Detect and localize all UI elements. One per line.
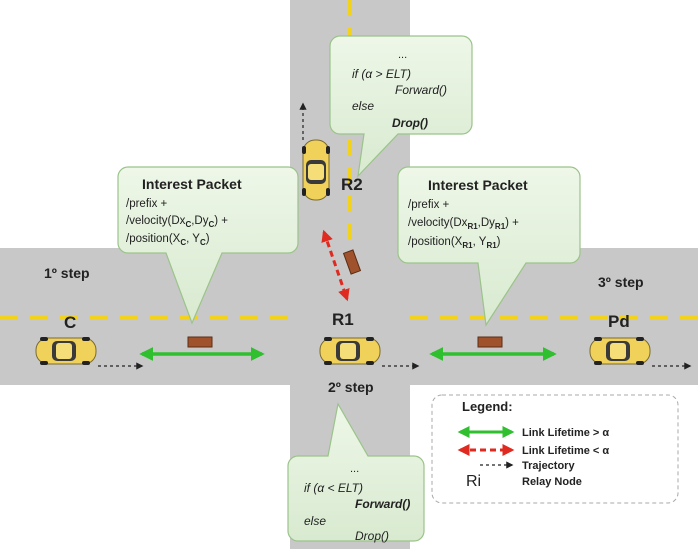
callout-right-line2: /velocity(DxR1,DyR1) + <box>408 217 519 231</box>
legend-relay-label: Relay Node <box>522 476 582 488</box>
callout-left-line2: /velocity(DxC,DyC) + <box>126 215 228 229</box>
callout-right-title: Interest Packet <box>428 177 528 193</box>
red-link-r1-r2 <box>321 229 350 302</box>
callout-top-condition: if (α > ELT) <box>352 67 411 81</box>
callout-bottom: ... if (α < ELT) Forward() else Drop() <box>287 402 425 543</box>
legend-title: Legend: <box>462 399 513 414</box>
legend-red-label: Link Lifetime < α <box>522 445 609 457</box>
car-r1 <box>319 336 381 366</box>
node-c-label: C <box>64 313 76 332</box>
callout-right-line3: /position(XR1, YR1) <box>408 236 501 250</box>
car-r2 <box>301 139 331 201</box>
callout-top-ellipsis: ... <box>398 49 407 61</box>
callout-bottom-alt: Drop() <box>355 529 389 543</box>
callout-left-line1: /prefix + <box>126 198 168 210</box>
callout-bottom-condition: if (α < ELT) <box>304 481 363 495</box>
legend-green-label: Link Lifetime > α <box>522 427 609 439</box>
callout-left-title: Interest Packet <box>142 176 242 192</box>
callout-top: ... if (α > ELT) Forward() else Drop() <box>329 35 473 178</box>
legend-relay-symbol: Ri <box>466 473 481 490</box>
step-1-label: 1º step <box>44 265 90 281</box>
callout-bottom-ellipsis: ... <box>350 463 359 475</box>
legend-trajectory-label: Trajectory <box>522 460 575 472</box>
packet-right <box>477 336 503 348</box>
step-3-label: 3º step <box>598 274 644 290</box>
packet-vertical <box>342 249 362 275</box>
legend: Legend: Link Lifetime > α Link Lifetime … <box>431 394 679 504</box>
node-pd-label: Pd <box>608 312 630 331</box>
callout-bottom-else: else <box>304 514 326 528</box>
callout-right-line1: /prefix + <box>408 199 450 211</box>
packet-left <box>187 336 213 348</box>
callout-top-action: Forward() <box>395 83 447 97</box>
callout-top-else: else <box>352 99 374 113</box>
callout-bottom-action: Forward() <box>355 497 410 511</box>
callout-top-alt: Drop() <box>392 116 428 130</box>
step-2-label: 2º step <box>328 379 374 395</box>
car-c <box>35 336 97 366</box>
car-pd <box>589 336 651 366</box>
callout-left: Interest Packet /prefix + /velocity(DxC,… <box>117 166 299 325</box>
node-r1-label: R1 <box>332 310 354 329</box>
callout-right: Interest Packet /prefix + /velocity(DxR1… <box>397 166 581 327</box>
callout-left-line3: /position(XC, YC) <box>126 233 210 247</box>
node-r2-label: R2 <box>341 175 363 194</box>
